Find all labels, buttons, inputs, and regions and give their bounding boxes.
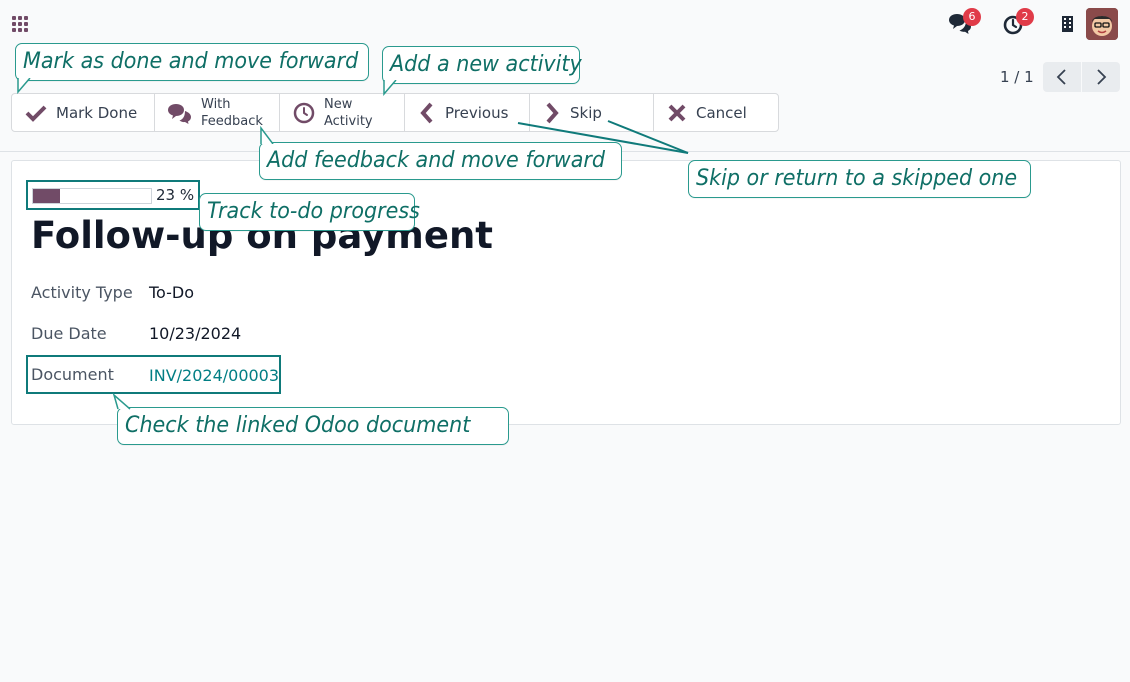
apps-grid-icon[interactable] (12, 16, 28, 32)
progress-bar (32, 188, 152, 204)
with-feedback-label-1: With (201, 96, 231, 112)
callout-tail (383, 80, 397, 96)
callout-skip: Skip or return to a skipped one (688, 160, 1031, 198)
callout-tail (112, 393, 131, 410)
skip-callout-pointer (517, 120, 689, 154)
skip-label: Skip (570, 103, 602, 122)
activity-type-value: To-Do (149, 283, 195, 302)
chevron-left-icon (417, 101, 437, 125)
progress-highlight-box: 23 % (26, 180, 200, 210)
document-highlight-box (26, 355, 281, 394)
activity-form-sheet (11, 160, 1121, 425)
callout-tail (260, 126, 274, 144)
check-icon (24, 103, 48, 123)
callout-tail (17, 78, 31, 94)
due-date-label: Due Date (31, 324, 107, 343)
chevron-right-icon (1097, 69, 1107, 85)
cancel-button[interactable]: Cancel (654, 94, 778, 131)
new-activity-label-2: Activity (324, 113, 373, 129)
callout-progress: Track to-do progress (199, 193, 420, 231)
previous-label: Previous (445, 103, 509, 122)
due-date-value: 10/23/2024 (149, 324, 242, 343)
user-avatar[interactable] (1086, 8, 1118, 40)
mark-done-button[interactable]: Mark Done (12, 94, 155, 131)
top-navbar: 6 2 (0, 0, 1130, 46)
skip-button[interactable]: Skip (530, 94, 654, 131)
progress-percent: 23 % (156, 186, 195, 204)
callout-mark-done: Mark as done and move forward (15, 43, 369, 81)
callout-document: Check the linked Odoo document (117, 407, 509, 445)
pager-previous-button[interactable] (1043, 62, 1081, 92)
chevron-left-icon (1056, 69, 1066, 85)
cancel-label: Cancel (696, 103, 747, 122)
chevron-right-icon (542, 101, 562, 125)
clock-icon (292, 101, 316, 125)
activity-count-badge: 2 (1016, 8, 1034, 26)
activity-type-label: Activity Type (31, 283, 133, 302)
progress-bar-fill (33, 189, 61, 203)
mark-done-label: Mark Done (56, 103, 138, 122)
pager-next-button[interactable] (1082, 62, 1120, 92)
callout-new-activity: Add a new activity (382, 46, 582, 84)
previous-button[interactable]: Previous (405, 94, 530, 131)
close-icon (666, 102, 688, 124)
document-label: Document (31, 365, 114, 384)
comments-icon (167, 102, 193, 124)
chat-count-badge: 6 (963, 8, 981, 26)
document-link[interactable]: INV/2024/00003 (149, 366, 280, 385)
with-feedback-label-2: Feedback (201, 113, 263, 129)
pager-value: 1 / 1 (1000, 68, 1034, 86)
callout-feedback: Add feedback and move forward (259, 142, 622, 180)
building-icon[interactable] (1053, 10, 1081, 38)
new-activity-label-1: New (324, 96, 353, 112)
